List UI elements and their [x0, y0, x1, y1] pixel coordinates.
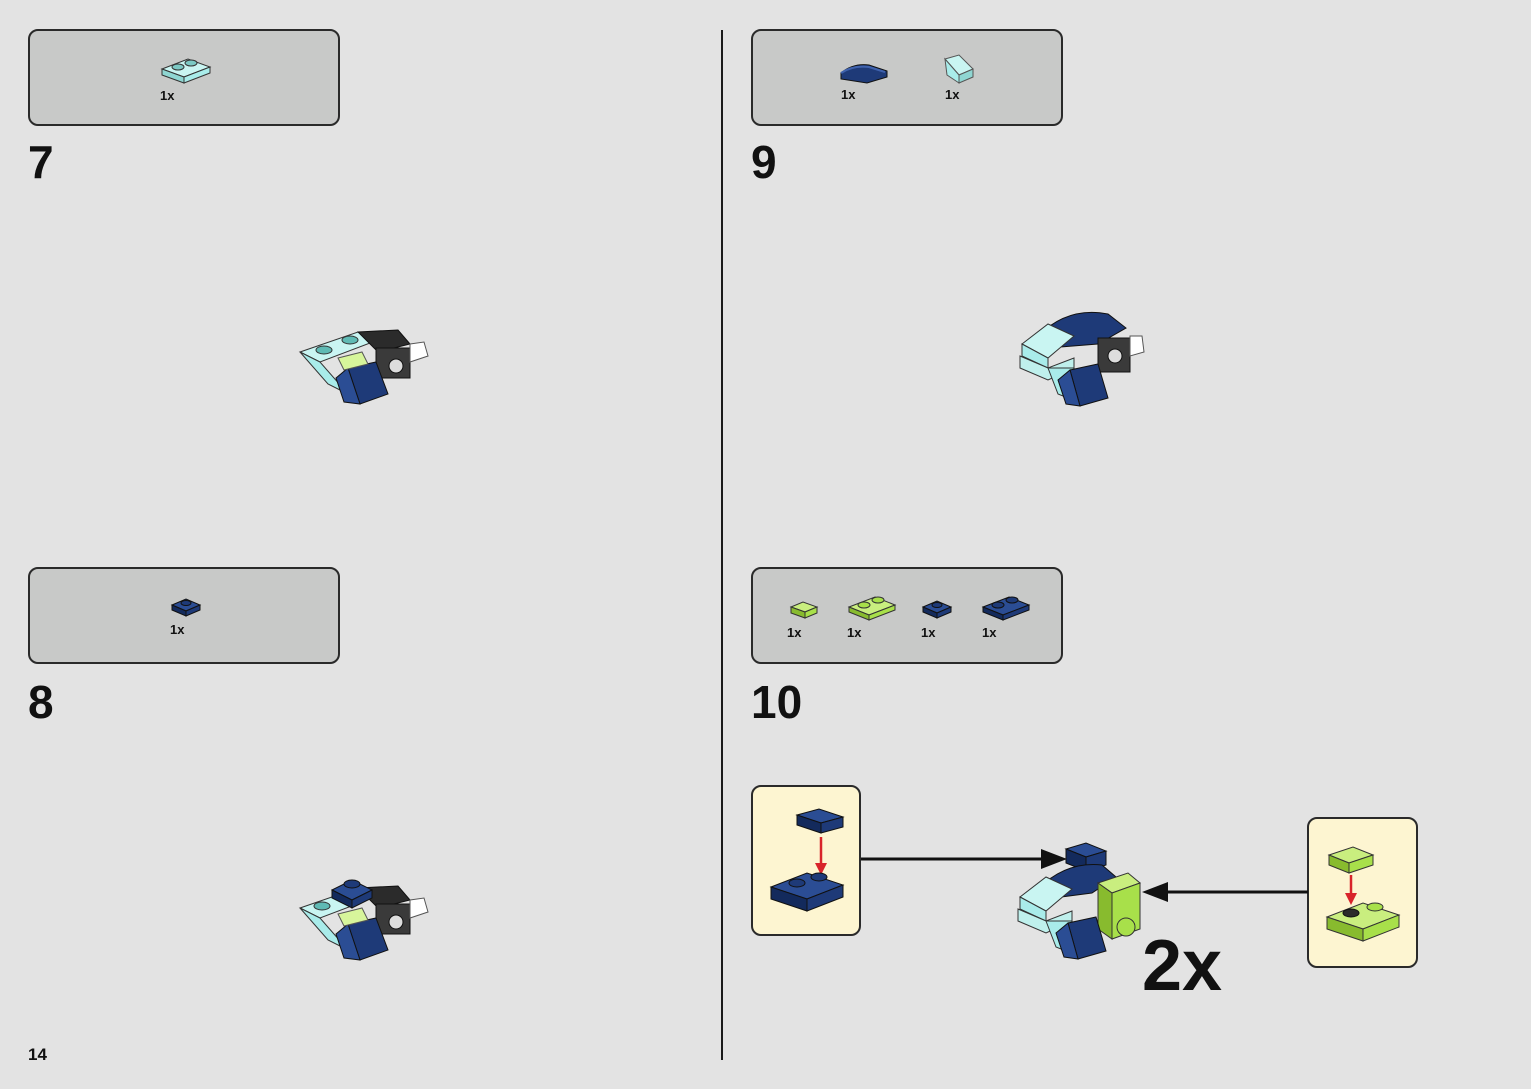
page-divider [721, 30, 723, 1060]
part-qty: 1x [787, 625, 802, 640]
dark-blue-plate-1x1-icon [921, 600, 953, 619]
part-qty: 1x [841, 87, 856, 102]
step-number: 8 [28, 676, 54, 728]
sub-assembly-callout-left [751, 785, 861, 936]
parts-list-step-10: 1x 1x 1x 1x [751, 567, 1063, 664]
part-qty: 1x [160, 88, 175, 103]
dark-blue-plate-1x2-icon [981, 596, 1031, 621]
step-10-assembly-illustration [1017, 842, 1141, 960]
part-qty: 1x [982, 625, 997, 640]
lime-plate-assembly-icon [1325, 846, 1401, 942]
step-9-assembly-illustration [1019, 311, 1145, 407]
attach-arrow-left [861, 849, 1067, 869]
repeat-multiplier: 2x [1142, 926, 1223, 1006]
step-number: 9 [751, 136, 777, 188]
step-7-assembly-illustration [298, 329, 429, 405]
part-qty: 1x [921, 625, 936, 640]
part-qty: 1x [945, 87, 960, 102]
part-qty: 1x [847, 625, 862, 640]
parts-list-step-8: 1x [28, 567, 340, 664]
trans-light-blue-plate-1x2-icon [160, 58, 212, 84]
part-qty: 1x [170, 622, 185, 637]
sub-assembly-callout-right [1307, 817, 1418, 968]
dark-blue-plate-1x1-icon [170, 598, 202, 617]
parts-list-step-7: 1x [28, 29, 340, 126]
page-number: 14 [28, 1045, 47, 1064]
dark-blue-plate-assembly-icon [769, 808, 845, 912]
step-number: 10 [751, 676, 803, 728]
attach-arrow-right [1142, 882, 1308, 902]
step-8-assembly-illustration [298, 879, 429, 961]
trans-light-blue-slope-icon [944, 54, 974, 84]
dark-blue-curved-slope-icon [840, 64, 888, 84]
lime-plate-1x2-icon [847, 596, 897, 621]
parts-list-step-9: 1x 1x [751, 29, 1063, 126]
step-number: 7 [28, 136, 54, 188]
lime-tile-1x1-icon [789, 601, 819, 619]
